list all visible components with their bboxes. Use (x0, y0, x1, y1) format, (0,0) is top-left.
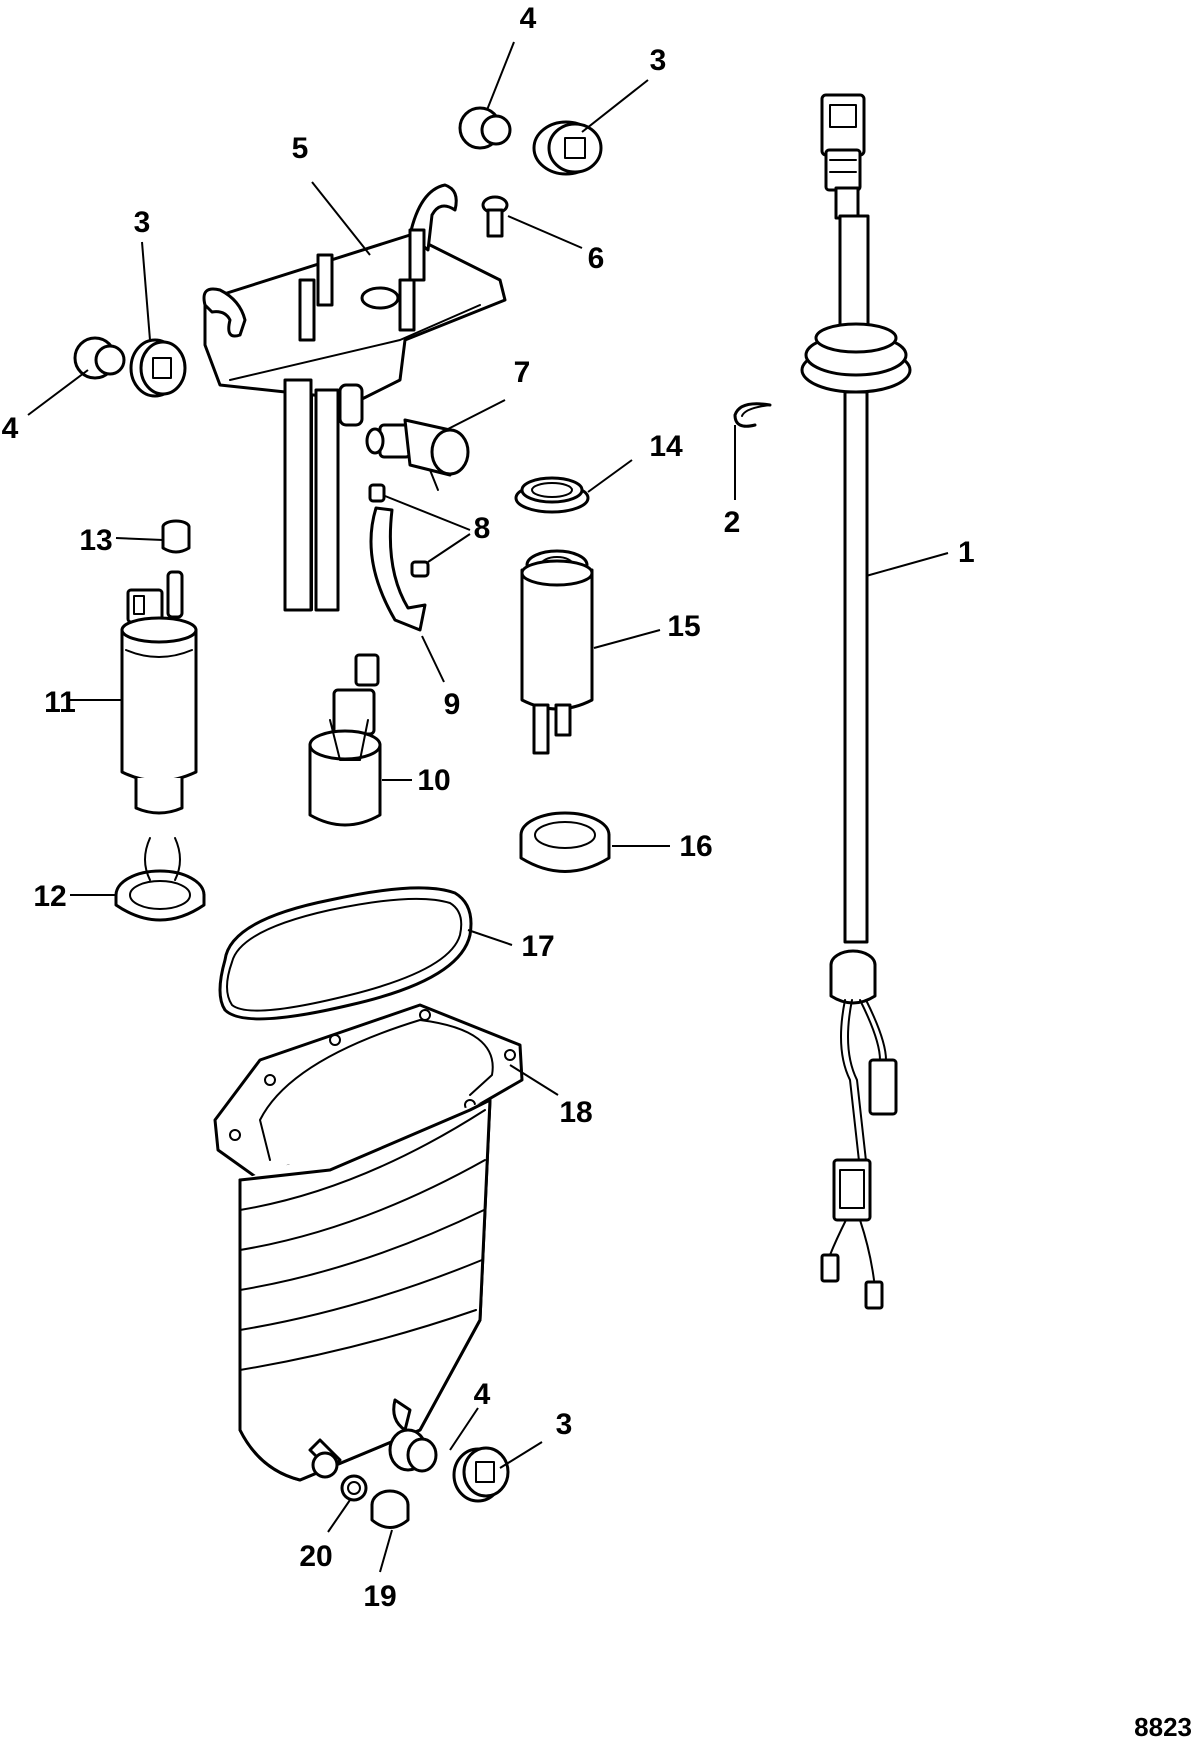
callout-3-left: 3 (134, 206, 151, 239)
callout-8: 8 (474, 512, 491, 545)
screw-part (481, 195, 509, 238)
wiring-harness-part (800, 93, 912, 1310)
gasket-part (218, 886, 473, 1021)
washer-part (340, 1474, 368, 1502)
cover-plate-part (202, 183, 507, 612)
callout-4-upper: 4 (520, 2, 537, 35)
fitting-part-upper (458, 106, 512, 150)
fitting-part-left (73, 336, 126, 380)
callout-labels: 1 2 3 3 3 4 4 4 5 6 7 8 9 10 11 12 13 14… (2, 2, 975, 1613)
callout-4-lower: 4 (474, 1378, 491, 1411)
hose-part (369, 506, 427, 632)
housing-part (213, 1003, 524, 1482)
sleeve-part (161, 519, 191, 554)
callout-16: 16 (679, 830, 712, 863)
seal-ring-part (514, 476, 590, 514)
filter-part-center (308, 653, 382, 827)
callout-6: 6 (588, 242, 605, 275)
plug-part-upper-right (532, 120, 603, 176)
callout-10: 10 (417, 764, 450, 797)
callout-3-upper: 3 (650, 44, 667, 77)
cap-part (368, 483, 430, 578)
callout-3-lower: 3 (556, 1408, 573, 1441)
pressure-regulator-part (365, 418, 470, 491)
callout-19: 19 (363, 1580, 396, 1613)
leader-lines (27, 41, 949, 1573)
fuel-pump-part-right (520, 549, 594, 755)
callout-17: 17 (521, 930, 554, 963)
callout-18: 18 (559, 1096, 592, 1129)
plug-part-left (129, 338, 187, 398)
callout-11: 11 (44, 686, 76, 719)
callout-7: 7 (514, 356, 531, 389)
callout-4-left: 4 (2, 412, 19, 445)
retaining-ring-part (733, 402, 772, 428)
plug-part-lower (452, 1446, 510, 1503)
callout-14: 14 (649, 430, 683, 463)
callout-2: 2 (724, 506, 741, 539)
callout-15: 15 (667, 610, 700, 643)
callout-5: 5 (292, 132, 309, 165)
fitting-part-lower (388, 1428, 438, 1473)
fuel-pump-part-left (120, 570, 198, 815)
pump-retainer-part-right (519, 811, 611, 873)
callout-1: 1 (958, 536, 975, 569)
drain-plug-part (370, 1489, 410, 1529)
callout-9: 9 (444, 688, 461, 721)
callout-13: 13 (79, 524, 112, 557)
pump-retainer-part-left (114, 837, 206, 922)
callout-12: 12 (33, 880, 66, 913)
figure-id: 8823 (1134, 1712, 1192, 1742)
callout-20: 20 (299, 1540, 332, 1573)
